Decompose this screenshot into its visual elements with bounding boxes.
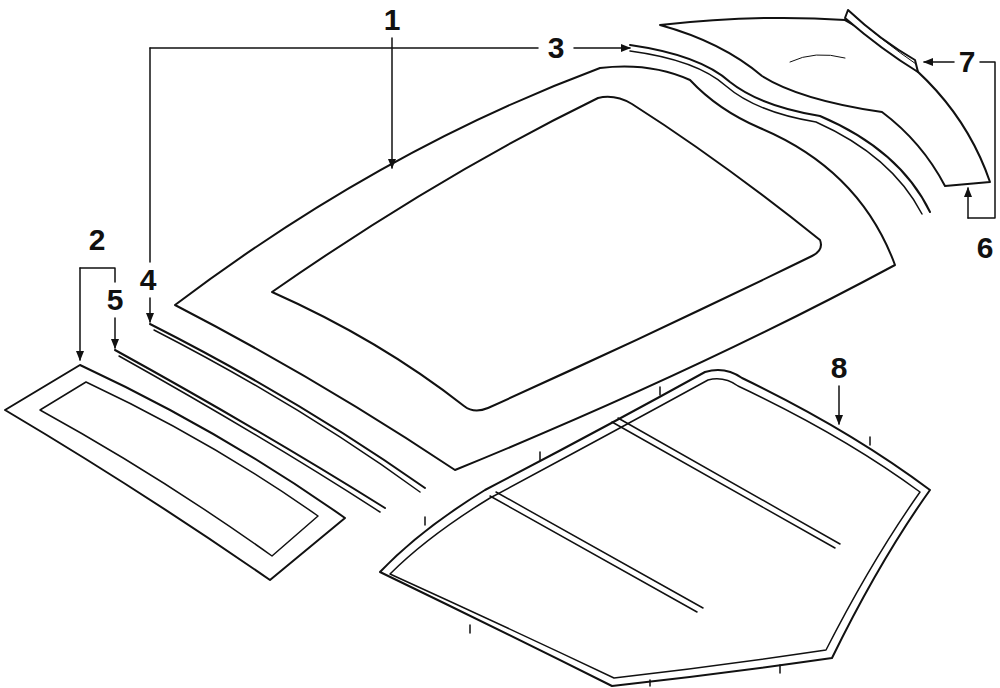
callout-number: 7 xyxy=(957,47,978,77)
roof-glass xyxy=(272,97,821,411)
callout-number: 5 xyxy=(105,285,126,315)
sunshade-frame xyxy=(380,370,930,686)
callout-number: 3 xyxy=(546,33,567,63)
callout-number: 2 xyxy=(87,225,108,255)
callout-number: 8 xyxy=(829,353,850,383)
callout-number: 6 xyxy=(975,233,996,263)
callout-number: 1 xyxy=(382,5,403,35)
callout-number: 4 xyxy=(138,265,159,295)
front-glass xyxy=(5,365,345,580)
clip-strip xyxy=(845,10,918,72)
